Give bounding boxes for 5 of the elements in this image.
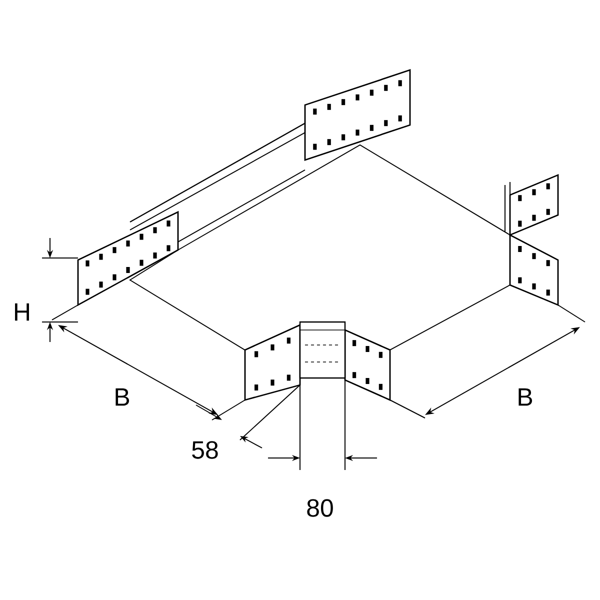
dimension-label: B	[518, 388, 532, 406]
dimension-label: H	[15, 303, 29, 321]
dimension-label: B	[116, 388, 130, 406]
dimension-label: 80	[307, 499, 333, 517]
dimension-label: 58	[192, 441, 218, 459]
